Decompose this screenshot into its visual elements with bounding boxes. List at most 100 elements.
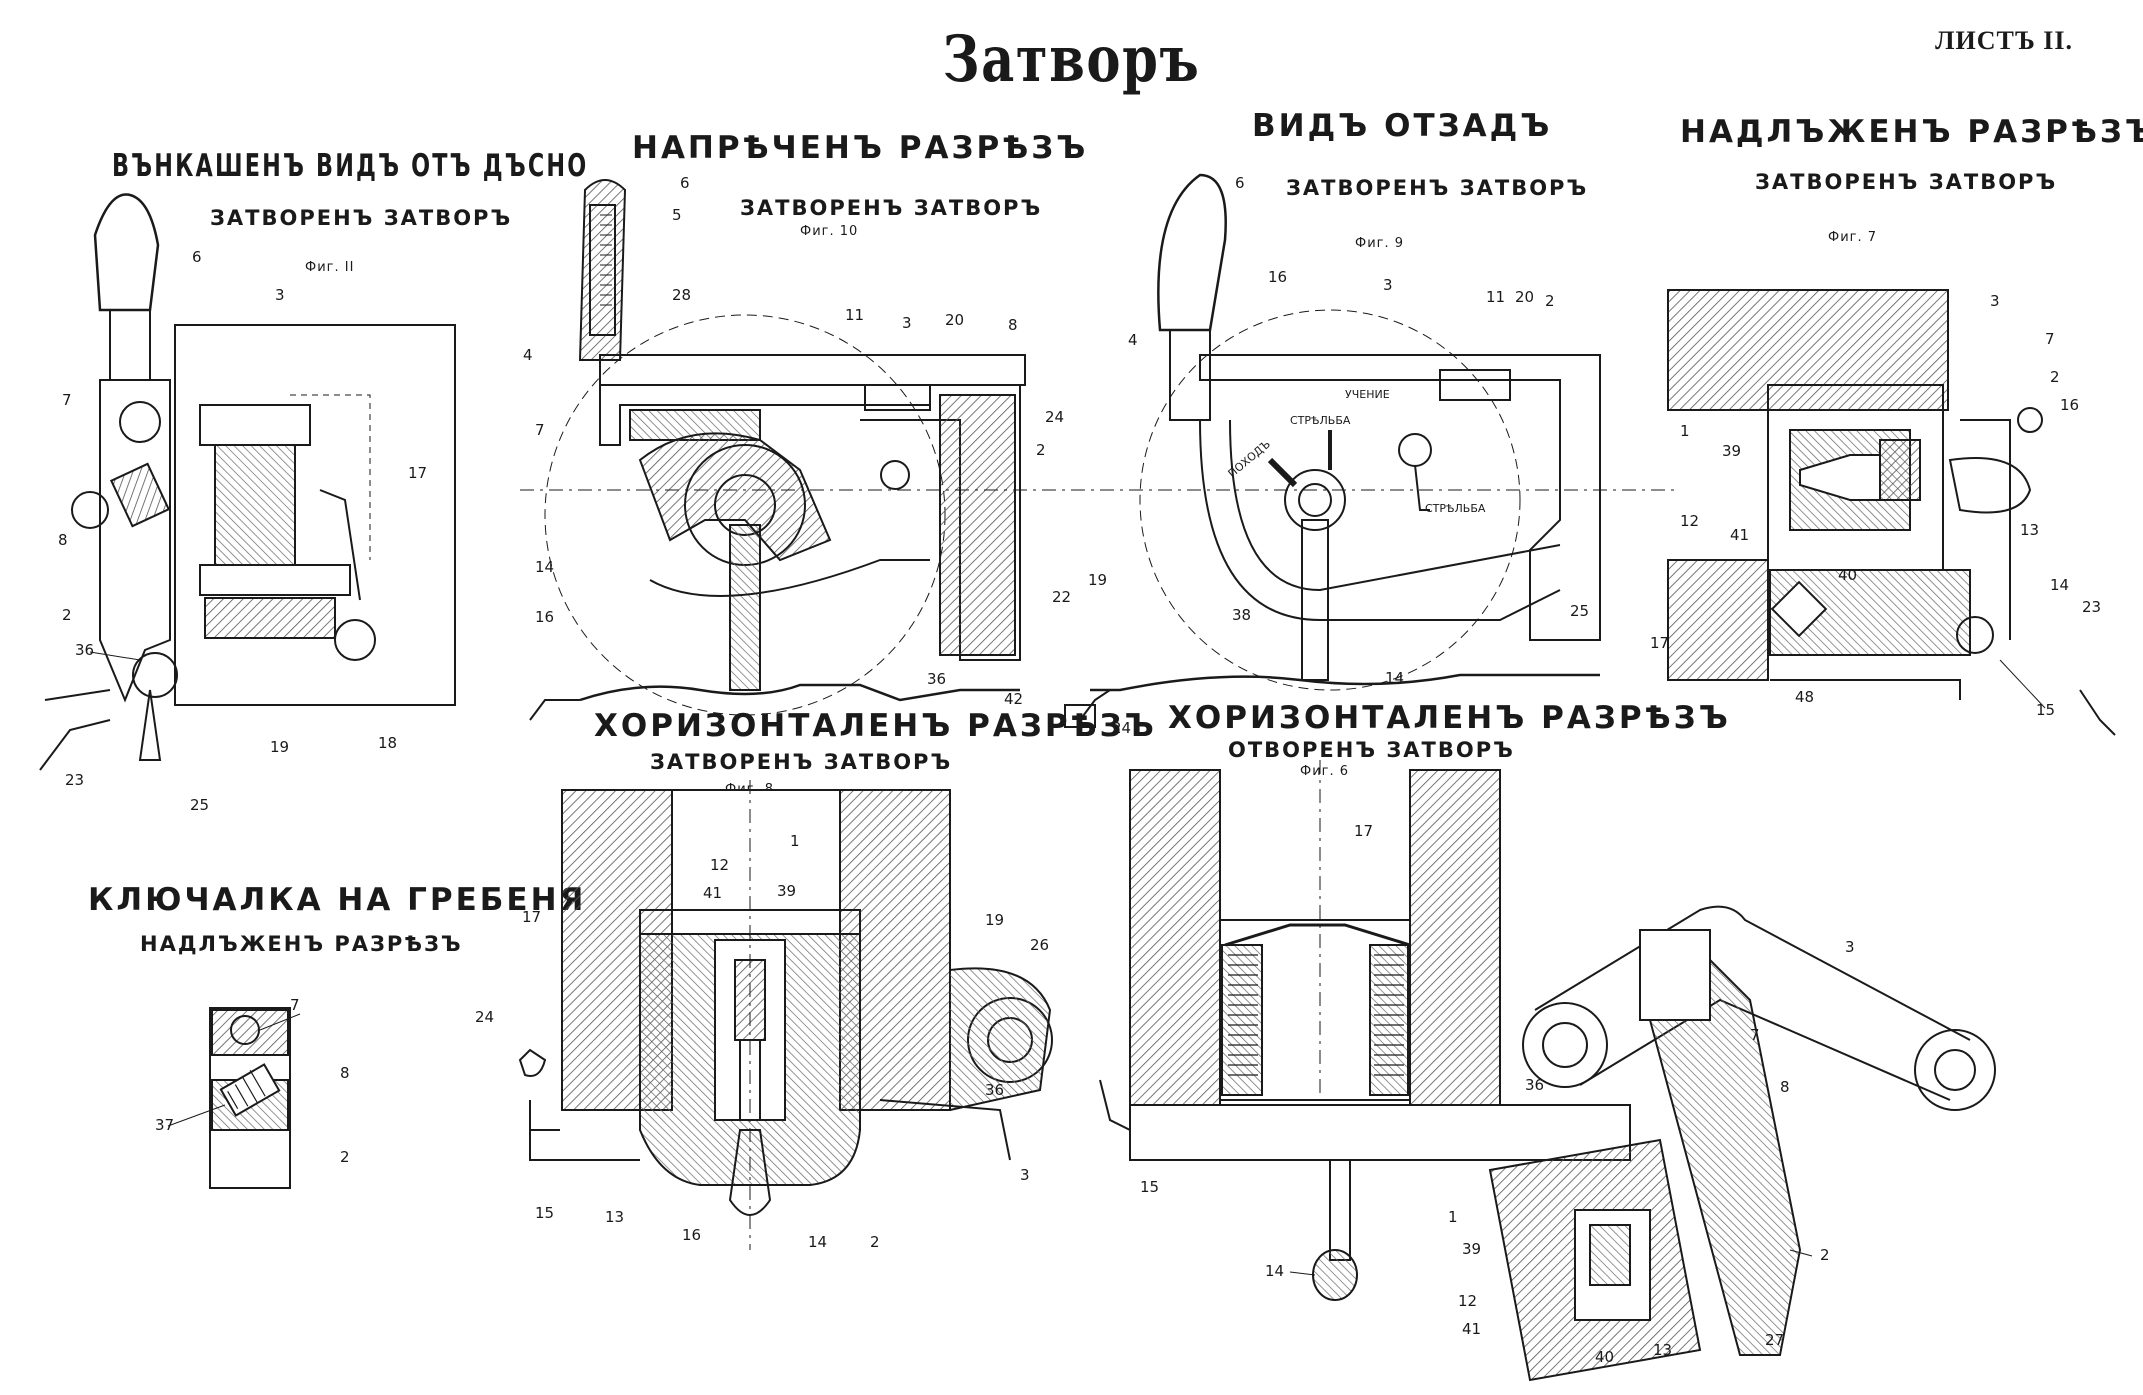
callout: 2 (1820, 1246, 1830, 1264)
callout: 20 (1515, 288, 1534, 306)
callout: 7 (2045, 330, 2055, 348)
callout: 14 (1385, 669, 1404, 687)
fig9-label: Фиг. 9 (1355, 236, 1405, 251)
callout: 19 (1088, 571, 1107, 589)
fig6-label: Фиг. 6 (1300, 764, 1350, 779)
callout: 24 (1112, 719, 1131, 737)
dial-label-march: ПОХОДЪ (1226, 438, 1273, 481)
callout: 17 (408, 464, 427, 482)
callout: 12 (1680, 512, 1699, 530)
callout: 42 (1004, 690, 1023, 708)
callout: 27 (1765, 1331, 1784, 1349)
fig10-label: Фиг. 10 (800, 224, 859, 239)
fig6-subheading: ОТВОРЕНЪ ЗАТВОРЪ (1228, 738, 1515, 762)
callout: 39 (1462, 1240, 1481, 1258)
fig7-heading: НАДЛЪЖЕНЪ РАЗРѢЗЪ (1680, 114, 2143, 150)
callout: 11 (1486, 288, 1505, 306)
callout: 15 (2036, 701, 2055, 719)
callout: 1 (790, 832, 800, 850)
callout: 8 (1008, 316, 1018, 334)
callout: 24 (475, 1008, 494, 1026)
fig10-drawing (520, 179, 1680, 721)
callout: 13 (605, 1208, 624, 1226)
callout: 41 (1462, 1320, 1481, 1338)
callout: 15 (535, 1204, 554, 1222)
callout: 2 (1036, 441, 1046, 459)
lock-heading: КЛЮЧАЛКА НА ГРЕБЕНЯ (88, 882, 587, 918)
callout: 4 (523, 346, 533, 364)
callout: 14 (535, 558, 554, 576)
callout: 2 (870, 1233, 880, 1251)
callout: 15 (1140, 1178, 1159, 1196)
callout: 16 (2060, 396, 2079, 414)
callout: 2 (2050, 368, 2060, 386)
callout: 8 (340, 1064, 350, 1082)
fig11-heading: ВЪНКАШЕНЪ ВИДЪ ОТЪ ДЪСНО (112, 148, 589, 184)
callout: 6 (680, 174, 690, 192)
callout: 8 (1780, 1078, 1790, 1096)
callout: 37 (155, 1116, 174, 1134)
fig9-subheading: ЗАТВОРЕНЪ ЗАТВОРЪ (1286, 176, 1589, 200)
callout: 8 (58, 531, 68, 549)
callout: 6 (1235, 174, 1245, 192)
callout: 6 (192, 248, 202, 266)
callout: 36 (1525, 1076, 1544, 1094)
callout: 19 (270, 738, 289, 756)
callout: 39 (777, 882, 796, 900)
dial-label-training: УЧЕНИЕ (1345, 388, 1390, 401)
fig9-drawing (1064, 173, 1601, 728)
dial-label-fire-2: СТРѢЛЬБА (1425, 502, 1486, 515)
callout: 17 (522, 908, 541, 926)
fig9-heading: ВИДЪ ОТЗАДЪ (1252, 108, 1553, 144)
fig7-drawing (1667, 289, 2116, 736)
callout: 3 (902, 314, 912, 332)
callout: 5 (672, 206, 682, 224)
callout: 36 (927, 670, 946, 688)
callout: 3 (1990, 292, 2000, 310)
callout: 39 (1722, 442, 1741, 460)
fig10-subheading: ЗАТВОРЕНЪ ЗАТВОРЪ (740, 196, 1043, 220)
callout: 14 (2050, 576, 2069, 594)
fig10-heading: НАПРѢЧЕНЪ РАЗРѢЗЪ (632, 130, 1089, 166)
callout: 3 (1020, 1166, 1030, 1184)
callout: 1 (1680, 422, 1690, 440)
callout: 7 (535, 421, 545, 439)
dial-label-fire: СТРѢЛЬБА (1290, 414, 1351, 427)
callout: 24 (1045, 408, 1064, 426)
callout: 41 (1730, 526, 1749, 544)
callout: 7 (62, 391, 72, 409)
callout: 7 (290, 996, 300, 1014)
callout: 7 (1750, 1026, 1760, 1044)
sheet-title: Затворъ (942, 22, 1201, 97)
callout: 25 (1570, 602, 1589, 620)
callout: 16 (682, 1226, 701, 1244)
callout: 11 (845, 306, 864, 324)
callout: 17 (1650, 634, 1669, 652)
callout: 3 (275, 286, 285, 304)
callout: 36 (985, 1081, 1004, 1099)
lock-drawing (209, 1007, 291, 1189)
fig11-label: Фиг. II (305, 260, 355, 275)
callout: 19 (985, 911, 1004, 929)
callout: 12 (710, 856, 729, 874)
callout: 12 (1458, 1292, 1477, 1310)
callout: 25 (190, 796, 209, 814)
callout: 36 (75, 641, 94, 659)
callout: 3 (1845, 938, 1855, 956)
callout: 41 (703, 884, 722, 902)
callout: 26 (1030, 936, 1049, 954)
callout: 23 (65, 771, 84, 789)
callout: 2 (62, 606, 72, 624)
fig7-subheading: ЗАТВОРЕНЪ ЗАТВОРЪ (1755, 170, 2058, 194)
callout: 22 (1052, 588, 1071, 606)
callout: 17 (1354, 822, 1373, 840)
callout: 28 (672, 286, 691, 304)
callout: 14 (1265, 1262, 1284, 1280)
callout: 1 (1448, 1208, 1458, 1226)
callout: 16 (1268, 268, 1287, 286)
fig6-drawing (1099, 760, 1996, 1382)
callout: 2 (340, 1148, 350, 1166)
fig11-subheading: ЗАТВОРЕНЪ ЗАТВОРЪ (210, 206, 513, 230)
callout: 2 (1545, 292, 1555, 310)
